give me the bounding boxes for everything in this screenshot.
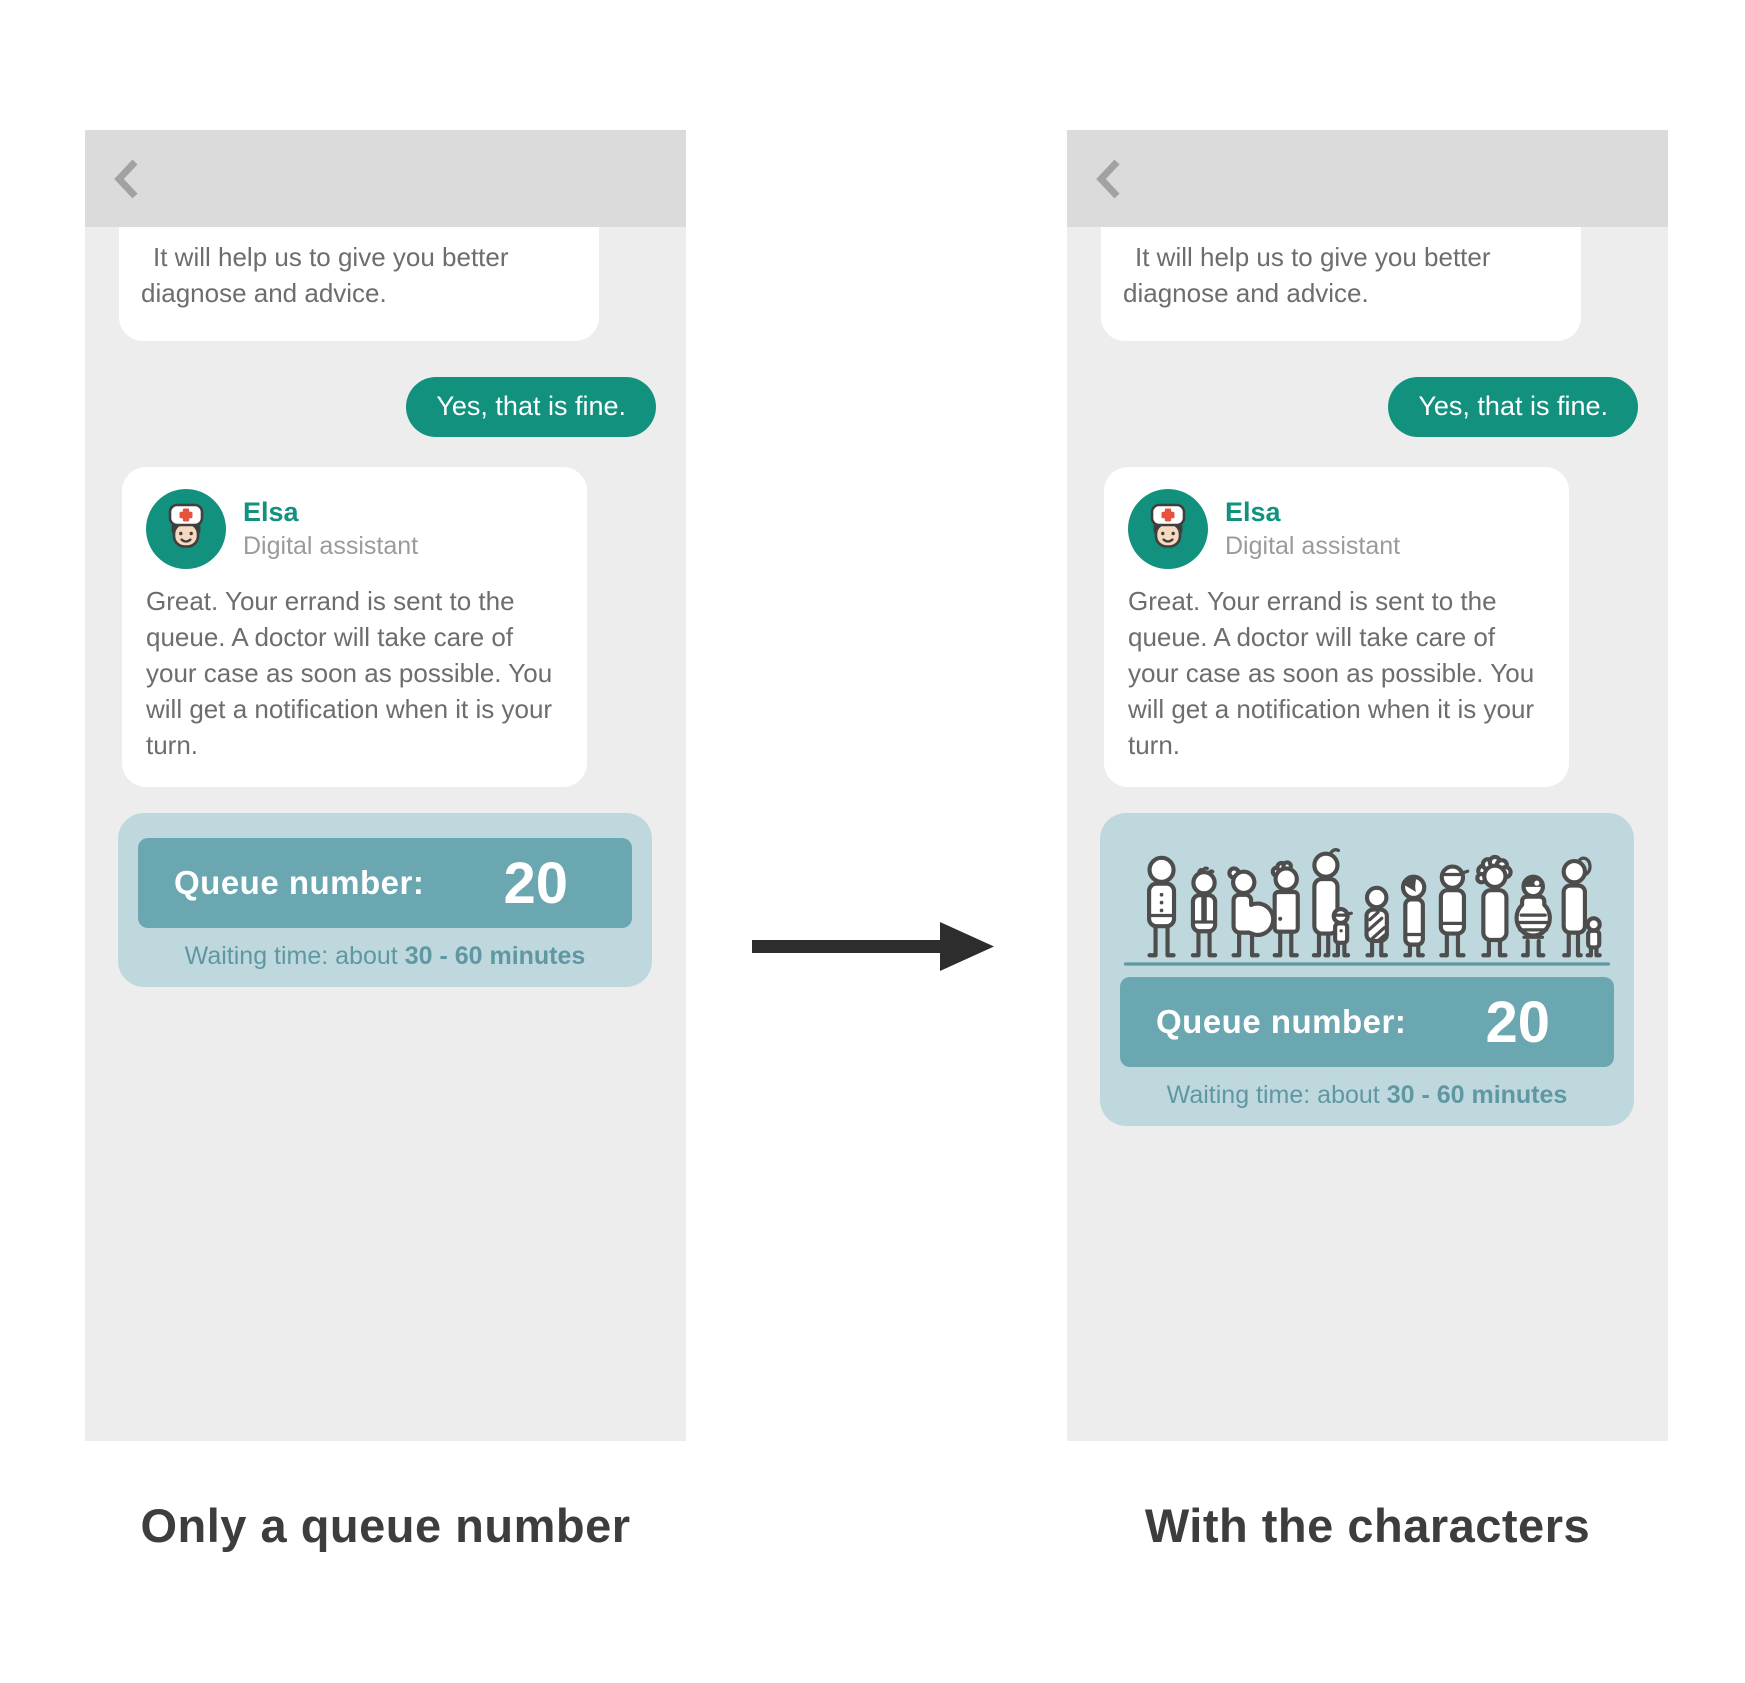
queue-person <box>1364 885 1389 958</box>
phone-mockup-right: It will help us to give you better diagn… <box>1067 130 1668 1441</box>
phone-mockup-left: It will help us to give you better diagn… <box>85 130 686 1441</box>
assistant-identity: Elsa Digital assistant <box>146 489 569 569</box>
queue-number-label: Queue number: <box>1156 1003 1407 1040</box>
nurse-avatar-icon <box>1128 489 1208 569</box>
user-message-bubble: Yes, that is fine. <box>406 377 656 437</box>
assistant-names: Elsa Digital assistant <box>1225 497 1400 561</box>
queue-person <box>1514 874 1552 958</box>
queue-person <box>1475 854 1513 958</box>
assistant-message-bubble: It will help us to give you better diagn… <box>119 227 599 341</box>
queue-card: Queue number: 20 Waiting time: about 30 … <box>1100 813 1634 1126</box>
caption-left: Only a queue number <box>140 1499 631 1552</box>
waiting-time: Waiting time: about 30 - 60 minutes <box>1120 1081 1614 1110</box>
assistant-role: Digital assistant <box>243 532 419 560</box>
assistant-card: Elsa Digital assistant Great. Your erran… <box>122 467 587 787</box>
waiting-time: Waiting time: about 30 - 60 minutes <box>138 942 632 971</box>
assistant-message-text: Great. Your errand is sent to the queue.… <box>146 586 553 760</box>
back-chevron-icon[interactable] <box>1094 157 1122 201</box>
chat-header <box>85 130 686 227</box>
queue-person <box>1400 874 1427 958</box>
queue-person <box>1227 866 1276 958</box>
user-message-bubble: Yes, that is fine. <box>1388 377 1638 437</box>
arrow-right-icon <box>752 922 994 971</box>
queue-number-bar: Queue number: 20 <box>138 838 632 928</box>
queue-number-bar: Queue number: 20 <box>1120 977 1614 1067</box>
waiting-time-prefix: Waiting time: about <box>1166 1081 1387 1109</box>
back-chevron-icon[interactable] <box>112 157 140 201</box>
chat-header <box>1067 130 1668 227</box>
queue-number-value: 20 <box>503 850 568 916</box>
assistant-card: Elsa Digital assistant Great. Your erran… <box>1104 467 1569 787</box>
nurse-avatar-icon <box>146 489 226 569</box>
caption-right: With the characters <box>1144 1499 1591 1552</box>
assistant-role: Digital assistant <box>1225 532 1401 560</box>
queue-person <box>1438 864 1470 958</box>
queue-person <box>1270 860 1300 958</box>
queue-person <box>1190 866 1218 958</box>
assistant-identity: Elsa Digital assistant <box>1128 489 1551 569</box>
assistant-name: Elsa <box>1225 497 1281 527</box>
assistant-names: Elsa Digital assistant <box>243 497 418 561</box>
queue-number-label: Queue number: <box>174 864 425 901</box>
queue-person <box>1311 848 1353 958</box>
assistant-name: Elsa <box>243 497 299 527</box>
assistant-message-bubble: It will help us to give you better diagn… <box>1101 227 1581 341</box>
queue-person <box>1561 856 1602 958</box>
queue-person <box>1147 855 1177 958</box>
assistant-message-text: Great. Your errand is sent to the queue.… <box>1128 586 1535 760</box>
waiting-time-value: 30 - 60 minutes <box>404 942 586 970</box>
waiting-time-value: 30 - 60 minutes <box>1386 1081 1568 1109</box>
queue-characters-illustration <box>1123 848 1611 966</box>
queue-number-value: 20 <box>1485 989 1550 1055</box>
queue-card: Queue number: 20 Waiting time: about 30 … <box>118 813 652 987</box>
waiting-time-prefix: Waiting time: about <box>184 942 405 970</box>
